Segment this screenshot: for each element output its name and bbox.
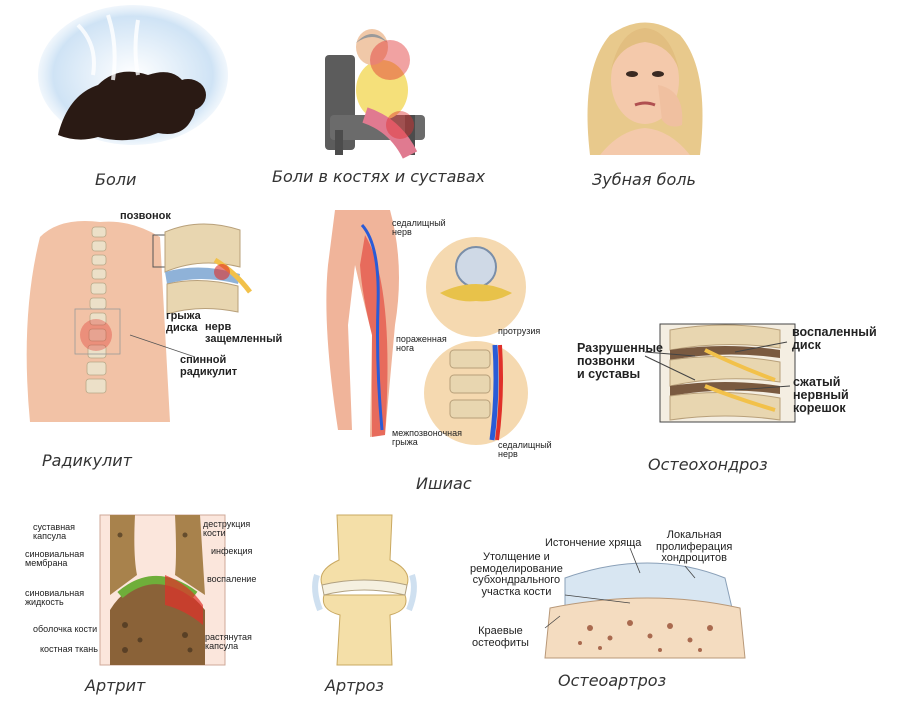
toothache-image	[570, 10, 720, 155]
label-synovial-fluid: синовиальная жидкость	[25, 588, 85, 608]
toothache-woman-icon	[587, 22, 703, 155]
label-stretched-capsule: растянутая капсула	[205, 632, 252, 652]
arthritis-image: суставная капсула синовиальная мембрана …	[25, 514, 265, 666]
label-bone-tissue: костная ткань	[40, 644, 98, 654]
label-destroyed-vertebrae: Разрушенные позвонки и суставы	[577, 341, 664, 382]
arthrosis-image	[312, 514, 417, 666]
bones-joints-image	[320, 15, 435, 160]
caption-radiculitis: Радикулит	[42, 451, 132, 470]
caption-osteoarthrosis: Остеоартроз	[558, 671, 667, 690]
caption-osteochondrosis: Остеохондроз	[648, 455, 768, 474]
arthrosis-knee-icon	[312, 514, 417, 666]
caption-toothache: Зубная боль	[592, 170, 696, 189]
label-inflamed-disc: воспаленный диск	[792, 325, 877, 353]
osteochondrosis-image: Разрушенные позвонки и суставы воспаленн…	[575, 320, 877, 425]
radiculitis-image: позвонок грыжа диска нерв защемленный сп…	[20, 207, 282, 427]
label-bone-destruction: деструкция кости	[203, 519, 251, 539]
arthritis-joint-icon	[99, 514, 226, 666]
label-periosteum: оболочка кости	[33, 624, 98, 634]
label-protrusion: протрузия	[498, 326, 541, 336]
label-vertebra: позвонок	[120, 210, 171, 222]
caption-sciatica: Ишиас	[416, 474, 472, 493]
sciatica-image: седалищный нерв пораженная нога протрузи…	[300, 205, 560, 460]
label-marginal-osteophytes: Краевые остеофиты	[472, 625, 529, 649]
caption-pain: Боли	[95, 170, 137, 189]
label-infection: инфекция	[211, 546, 253, 556]
label-joint-capsule: суставная капсула	[33, 522, 76, 542]
label-subchondral-thickening: Утолщение и ремоделирование субхондральн…	[470, 551, 563, 598]
label-spinal-radiculitis: спинной радикулит	[180, 354, 238, 378]
label-local-proliferation: Локальная пролиферация хондроцитов	[656, 529, 733, 565]
label-nerve-pinched: нерв защемленный	[205, 321, 283, 345]
label-compressed-root: сжатый нервный корешок	[793, 375, 849, 416]
pain-image	[38, 5, 228, 150]
sciatica-leg-icon	[326, 210, 528, 445]
caption-arthrosis: Артроз	[325, 676, 384, 695]
label-sciatic-nerve-bottom: седалищный нерв	[498, 440, 552, 460]
osteoarthrosis-image: Истончение хряща Локальная пролиферация …	[470, 528, 750, 663]
label-intervertebral-hernia: межпозвоночная грыжа	[392, 428, 463, 448]
osteoarthrosis-bone-icon	[544, 547, 746, 659]
osteochondrosis-spine-icon	[644, 323, 796, 423]
caption-arthritis: Артрит	[85, 676, 146, 695]
label-cartilage-thinning: Истончение хряща	[545, 537, 642, 549]
caption-bones-joints: Боли в костях и суставах	[272, 167, 486, 186]
label-synovial-membrane: синовиальная мембрана	[25, 549, 85, 569]
back-spine-icon	[26, 221, 252, 422]
label-affected-leg: пораженная нога	[396, 334, 447, 354]
pain-figure-icon	[38, 5, 228, 145]
label-sciatic-nerve-top: седалищный нерв	[392, 218, 446, 238]
label-hernia: грыжа диска	[166, 310, 201, 334]
woman-in-chair-icon	[325, 29, 425, 159]
label-inflammation: воспаление	[207, 574, 257, 584]
